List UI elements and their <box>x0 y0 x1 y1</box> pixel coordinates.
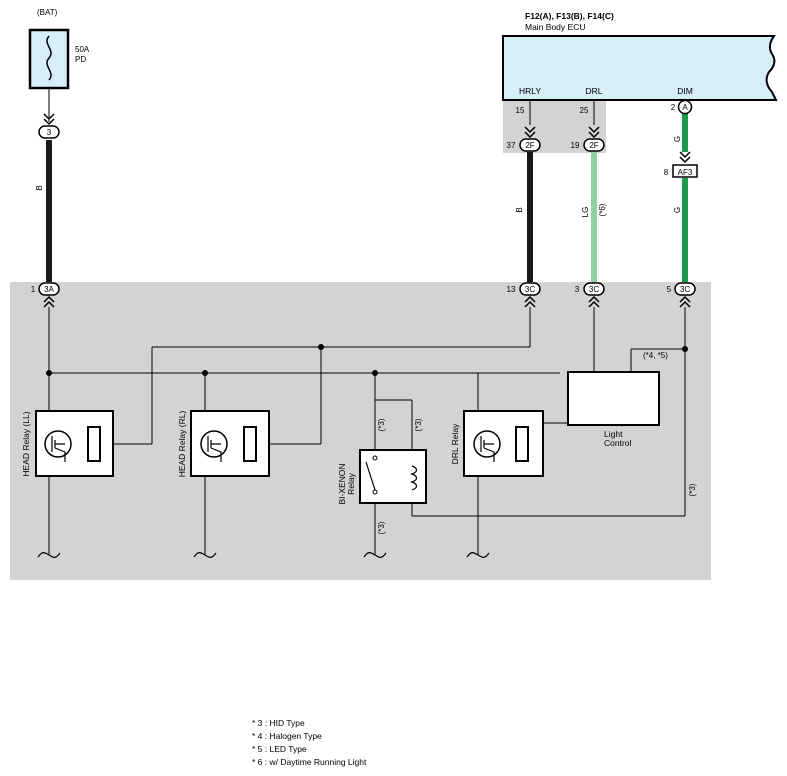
bixenon-label-1: BI-XENON <box>337 463 347 504</box>
ecu-name: Main Body ECU <box>525 22 585 32</box>
connector-3 <box>38 125 60 139</box>
dim-wire-color-bottom: G <box>673 207 682 213</box>
bat-wire-color: B <box>35 185 44 190</box>
conn-3c-13: 3C <box>525 285 535 294</box>
dim-conn: A <box>682 103 688 112</box>
connector-3c-5 <box>674 282 696 296</box>
pin-5: 5 <box>667 285 672 294</box>
pin-3-label: 3 <box>47 128 52 137</box>
drl-relay <box>463 410 544 477</box>
fuse-icon <box>46 35 52 81</box>
af3-pin: 8 <box>664 168 669 177</box>
head-relay-rl-label: HEAD Relay (RL) <box>177 411 187 478</box>
junction-dots <box>46 344 688 376</box>
fuse-name: PD <box>75 55 86 64</box>
connector-2f-hrly <box>519 138 541 152</box>
hrly-pin: 15 <box>516 106 525 115</box>
drl-label: DRL <box>585 86 602 96</box>
ground-squiggles <box>37 552 490 558</box>
drl-wire-color: LG <box>581 207 590 218</box>
connector-3c-13 <box>519 282 541 296</box>
dim-wire-color-top: G <box>673 136 682 142</box>
drl-conn: 2F <box>589 141 598 150</box>
note-3b: (*3) <box>414 418 423 431</box>
legend-item-3: * 3 : HID Type <box>252 718 305 728</box>
terminal-arrows <box>43 113 691 308</box>
pin-1: 1 <box>31 285 36 294</box>
dim-pin: 2 <box>671 103 676 112</box>
conn-3c-3: 3C <box>589 285 599 294</box>
pin-13: 13 <box>507 285 516 294</box>
af3-label: AF3 <box>678 168 693 177</box>
note-3a: (*3) <box>377 418 386 431</box>
light-control-box <box>567 371 660 426</box>
connector-af3 <box>672 164 698 178</box>
hrly-conn-pin: 37 <box>507 141 516 150</box>
connector-3c-3 <box>583 282 605 296</box>
drl-relay-label: DRL Relay <box>450 423 460 465</box>
note-45: (*4, *5) <box>643 351 668 360</box>
hrly-wire-color: B <box>515 207 524 212</box>
legend-item-4: * 4 : Halogen Type <box>252 731 322 741</box>
note-3d: (*3) <box>688 483 697 496</box>
connector-3a <box>38 282 60 296</box>
conn-3a: 3A <box>44 285 54 294</box>
drl-wire-note: (*6) <box>598 203 607 216</box>
fuse-rating: 50A <box>75 45 90 54</box>
head-relay-ll <box>35 410 114 477</box>
internal-wiring <box>48 307 686 555</box>
pin-3: 3 <box>575 285 580 294</box>
drl-pin: 25 <box>580 106 589 115</box>
light-control-label-1: Light <box>604 429 623 439</box>
main-body-ecu-box <box>502 35 778 101</box>
dim-label: DIM <box>677 86 693 96</box>
legend-item-5: * 5 : LED Type <box>252 744 307 754</box>
ecu-connectors: F12(A), F13(B), F14(C) <box>525 11 614 21</box>
hrly-label: HRLY <box>519 86 541 96</box>
drl-conn-pin: 19 <box>571 141 580 150</box>
head-relay-ll-label: HEAD Relay (LL) <box>21 411 31 476</box>
hrly-conn: 2F <box>525 141 534 150</box>
bixenon-label-2: Relay <box>346 472 356 494</box>
bixenon-relay <box>359 449 427 504</box>
conn-3c-5: 3C <box>680 285 690 294</box>
legend-item-6: * 6 : w/ Daytime Running Light <box>252 757 367 767</box>
light-control-label-2: Control <box>604 438 632 448</box>
bat-label: (BAT) <box>37 8 58 17</box>
connector-2f-drl <box>583 138 605 152</box>
head-relay-rl <box>190 410 270 477</box>
connector-a-dim <box>677 99 693 115</box>
note-3c: (*3) <box>377 521 386 534</box>
